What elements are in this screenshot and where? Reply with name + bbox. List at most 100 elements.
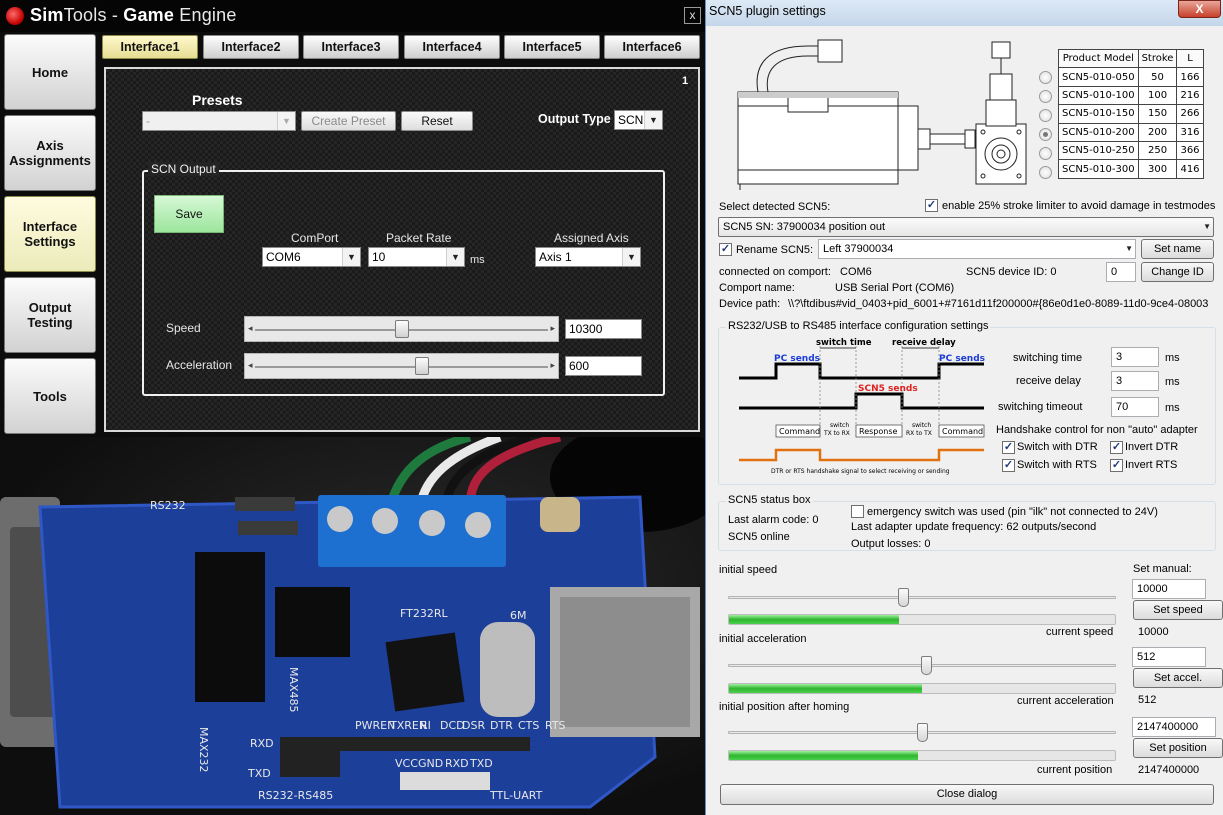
- product-radio-1[interactable]: [1039, 71, 1052, 84]
- switching-time-field[interactable]: 3: [1111, 347, 1159, 367]
- speed-manual-field[interactable]: 10000: [1132, 579, 1206, 599]
- accel-manual-field[interactable]: 512: [1132, 647, 1206, 667]
- pcb-silkscreen-label: MAX485: [287, 667, 300, 713]
- invert-rts-checkbox[interactable]: ✓: [1110, 459, 1123, 472]
- nav-interface-settings-button[interactable]: Interface Settings: [4, 196, 96, 272]
- save-button[interactable]: Save: [154, 195, 224, 233]
- speed-slider-thumb[interactable]: [394, 320, 409, 338]
- speed-value-field[interactable]: 10300: [565, 319, 642, 339]
- initial-position-slider[interactable]: [728, 721, 1116, 745]
- chevron-left-icon[interactable]: ◂: [248, 323, 253, 333]
- pcb-silkscreen-label: TTL-UART: [489, 789, 543, 802]
- nav-home-button[interactable]: Home: [4, 34, 96, 110]
- acceleration-slider-thumb[interactable]: [415, 357, 429, 375]
- acceleration-slider[interactable]: ◂ ▸: [244, 353, 559, 379]
- device-path-label: Device path:: [719, 298, 781, 310]
- timing-diagram: PC sends PC sends SCN5 sends switch time…: [739, 338, 985, 475]
- position-manual-field[interactable]: 2147400000: [1132, 717, 1216, 737]
- chevron-right-icon[interactable]: ▸: [550, 323, 555, 333]
- receive-delay-field[interactable]: 3: [1111, 371, 1159, 391]
- dialog-titlebar: SCN5 plugin settings X: [706, 0, 1223, 26]
- product-table-cell: SCN5-010-300: [1058, 159, 1139, 179]
- set-position-button[interactable]: Set position: [1133, 738, 1223, 758]
- product-table-cell: 316: [1176, 122, 1204, 142]
- tab-interface4[interactable]: Interface4: [404, 35, 500, 59]
- initial-position-thumb[interactable]: [917, 723, 928, 742]
- invert-dtr-label: Invert DTR: [1125, 441, 1179, 453]
- device-id-field[interactable]: 0: [1106, 262, 1136, 282]
- tab-interface3[interactable]: Interface3: [303, 35, 399, 59]
- stroke-limiter-checkbox[interactable]: ✓: [925, 199, 938, 212]
- presets-label: Presets: [192, 92, 243, 108]
- acceleration-label: Acceleration: [166, 358, 233, 372]
- product-table-cell: 366: [1176, 140, 1204, 161]
- product-radio-6[interactable]: [1039, 166, 1052, 179]
- initial-acceleration-thumb[interactable]: [920, 656, 932, 675]
- set-name-button[interactable]: Set name: [1141, 239, 1214, 259]
- invert-dtr-checkbox[interactable]: ✓: [1110, 441, 1123, 454]
- current-position-fill: [729, 751, 919, 760]
- reset-button[interactable]: Reset: [401, 111, 473, 131]
- chevron-right-icon[interactable]: ▸: [550, 360, 555, 370]
- assigned-axis-select[interactable]: Axis 1▼: [535, 247, 641, 267]
- output-type-select[interactable]: SCN▼: [614, 110, 663, 130]
- nav-output-testing-button[interactable]: Output Testing: [4, 277, 96, 353]
- pcb-silkscreen-label: FT232RL: [400, 607, 448, 620]
- product-radio-3[interactable]: [1039, 109, 1052, 122]
- product-table-header: L: [1176, 48, 1204, 69]
- tab-interface5[interactable]: Interface5: [504, 35, 600, 59]
- tab-interface2[interactable]: Interface2: [203, 35, 299, 59]
- simtools-close-button[interactable]: x: [684, 7, 701, 24]
- tab-interface6[interactable]: Interface6: [604, 35, 700, 59]
- rename-label: Rename SCN5:: [736, 244, 814, 256]
- pcb-silkscreen-label: TXD: [469, 757, 493, 770]
- pcb-silkscreen-label: DTR: [490, 719, 513, 732]
- simtools-titlebar: SimTools - Game Engine x: [0, 0, 705, 32]
- pcb-silkscreen-label: DSR: [462, 719, 485, 732]
- comport-select[interactable]: COM6▼: [262, 247, 361, 267]
- switch-rts-checkbox[interactable]: ✓: [1002, 459, 1015, 472]
- product-table-cell: SCN5-010-050: [1058, 67, 1139, 87]
- emergency-checkbox[interactable]: [851, 505, 864, 518]
- comport-name-value: USB Serial Port (COM6): [835, 282, 955, 294]
- close-dialog-button[interactable]: Close dialog: [720, 784, 1214, 805]
- initial-speed-slider[interactable]: [728, 586, 1116, 610]
- product-radio-2[interactable]: [1039, 90, 1052, 103]
- product-table-cell: 266: [1176, 104, 1204, 124]
- set-speed-button[interactable]: Set speed: [1133, 600, 1223, 620]
- switching-timeout-field[interactable]: 70: [1111, 397, 1159, 417]
- pc-sends-label-2: PC sends: [939, 354, 985, 364]
- product-radio-4[interactable]: [1039, 128, 1052, 141]
- dialog-close-button[interactable]: X: [1178, 0, 1221, 18]
- switch-dtr-checkbox[interactable]: ✓: [1002, 441, 1015, 454]
- pcb-silkscreen-label: MAX232: [197, 727, 210, 773]
- command-label-2: Command: [942, 427, 983, 436]
- interface-panel: 1 Presets -▼ Create Preset Reset Output …: [104, 67, 700, 432]
- speed-slider[interactable]: ◂ ▸: [244, 316, 559, 342]
- chevron-down-icon: ▼: [1125, 244, 1133, 253]
- emergency-label: emergency switch was used (pin "ilk" not…: [867, 506, 1158, 518]
- tab-interface1[interactable]: Interface1: [102, 35, 198, 59]
- chevron-left-icon[interactable]: ◂: [248, 360, 253, 370]
- detected-scn5-select[interactable]: SCN5 SN: 37900034 position out▼: [718, 217, 1214, 237]
- set-accel-button[interactable]: Set accel.: [1133, 668, 1223, 688]
- product-radio-5[interactable]: [1039, 147, 1052, 160]
- initial-acceleration-slider[interactable]: [728, 654, 1116, 678]
- set-manual-label: Set manual:: [1133, 563, 1192, 575]
- acceleration-value-field[interactable]: 600: [565, 356, 642, 376]
- initial-speed-thumb[interactable]: [898, 588, 910, 607]
- comport-label: ComPort: [291, 231, 339, 245]
- change-id-button[interactable]: Change ID: [1141, 262, 1214, 282]
- dialog-title: SCN5 plugin settings: [709, 4, 826, 18]
- preset-select[interactable]: -▼: [142, 111, 296, 131]
- product-table-cell: 416: [1176, 159, 1204, 179]
- rename-checkbox[interactable]: ✓: [719, 243, 732, 256]
- create-preset-button[interactable]: Create Preset: [301, 111, 396, 131]
- nav-axis-assignments-button[interactable]: Axis Assignments: [4, 115, 96, 191]
- nav-tools-button[interactable]: Tools: [4, 358, 96, 434]
- rename-field[interactable]: Left 37900034▼: [818, 239, 1136, 259]
- pcb-silkscreen-label: GND: [418, 757, 443, 770]
- packet-rate-select[interactable]: 10▼: [368, 247, 465, 267]
